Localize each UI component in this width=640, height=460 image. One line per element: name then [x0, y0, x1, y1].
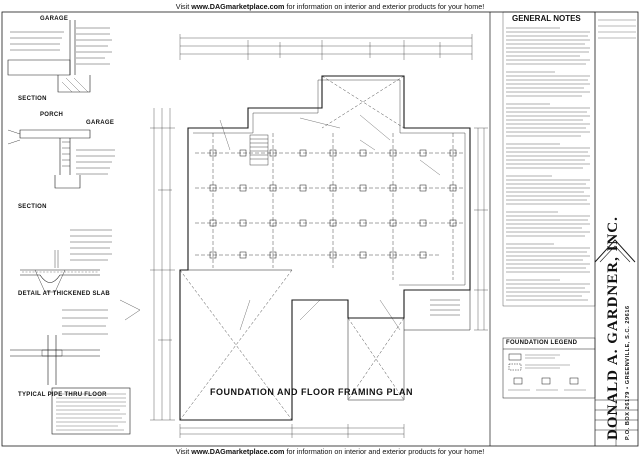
detail1-section-title: SECTION — [18, 96, 47, 102]
detail-porch-section — [7, 129, 115, 189]
bottom-banner-link[interactable]: www.DAGmarketplace.com — [191, 447, 285, 456]
detail3-title: DETAIL AT THICKENED SLAB — [18, 291, 110, 297]
detail2-garage-label: GARAGE — [86, 120, 115, 126]
detail2-section-title: SECTION — [18, 204, 47, 210]
detail-pipe-floor — [10, 309, 108, 385]
top-banner-prefix: Visit — [175, 2, 192, 11]
top-banner-suffix: for information on interior and exterior… — [284, 2, 485, 11]
detail2-porch-label: PORCH — [40, 112, 64, 118]
detail-thickened-slab — [20, 229, 112, 293]
bottom-banner-suffix: for information on interior and exterior… — [284, 447, 485, 456]
foundation-legend-box — [502, 337, 596, 399]
general-notes-lines — [502, 11, 596, 307]
top-banner-link[interactable]: www.DAGmarketplace.com — [191, 2, 285, 11]
foundation-legend-title: FOUNDATION LEGEND — [506, 340, 578, 346]
dimensions — [150, 34, 488, 438]
foundation-plan — [179, 75, 471, 421]
top-banner[interactable]: Visit www.DAGmarketplace.com for informa… — [150, 1, 510, 13]
title-block — [594, 19, 638, 446]
firm-name: DONALD A. GARDNER, INC. — [605, 216, 621, 440]
detail-garage-section — [7, 20, 112, 93]
stamp-box — [51, 387, 131, 435]
detail1-garage-label: GARAGE — [40, 16, 69, 22]
bottom-banner-prefix: Visit — [175, 447, 192, 456]
bottom-banner[interactable]: Visit www.DAGmarketplace.com for informa… — [150, 446, 510, 458]
general-notes-title: GENERAL NOTES — [512, 14, 581, 23]
detail4-title: TYPICAL PIPE THRU FLOOR — [18, 392, 107, 398]
plan-title: FOUNDATION AND FLOOR FRAMING PLAN — [210, 387, 413, 397]
firm-address: P.O. BOX 26179 • GREENVILLE, S.C. 29616 — [625, 305, 631, 440]
